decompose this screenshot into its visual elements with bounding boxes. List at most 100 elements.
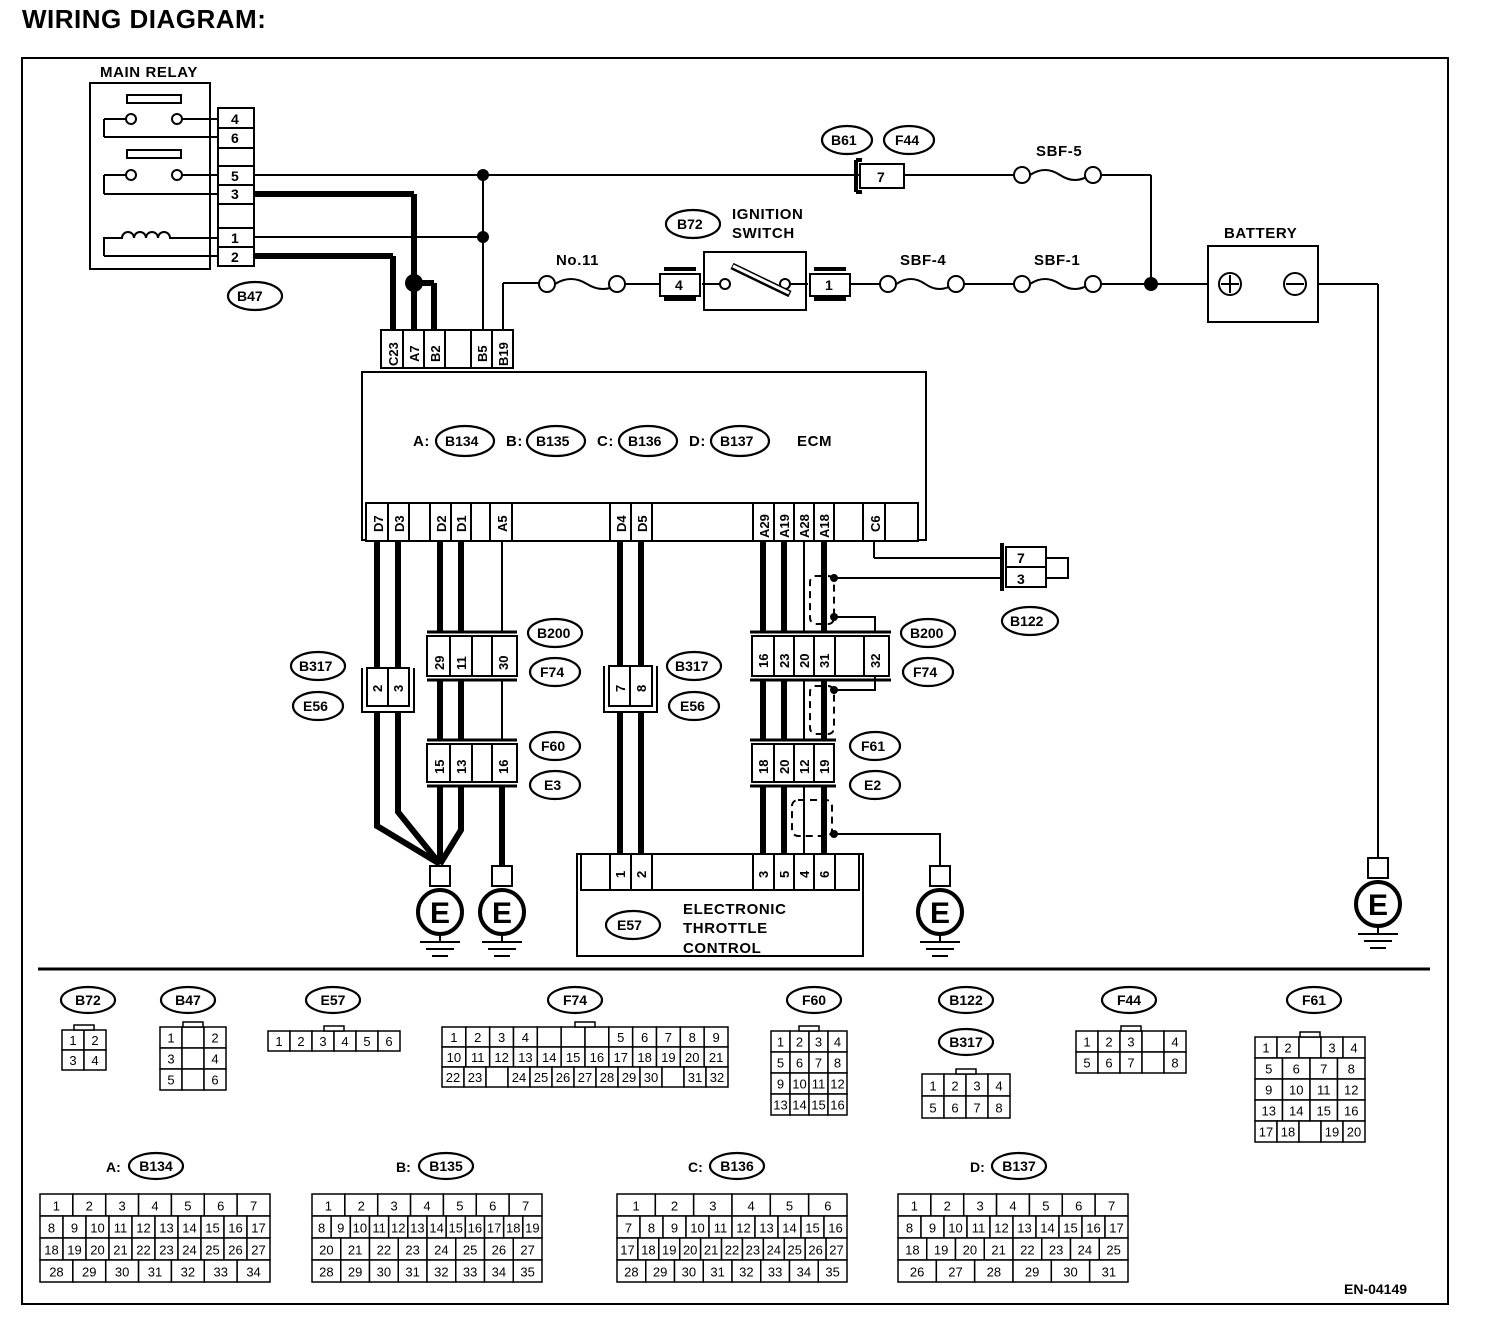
pin-cell <box>987 1095 1011 1119</box>
pin-number: 1 <box>1083 1035 1090 1050</box>
e56-mid-label: E56 <box>680 698 705 714</box>
pin-number: 14 <box>542 1050 556 1065</box>
pin-number: 28 <box>987 1264 1001 1279</box>
connector-b47: B47 <box>237 288 263 304</box>
throttle-pin-3: 3 <box>756 871 771 878</box>
pin-number: 20 <box>963 1242 977 1257</box>
relay-pin-5: 5 <box>231 168 239 184</box>
pin-number: 32 <box>434 1264 448 1279</box>
pin-number: 3 <box>391 1198 398 1213</box>
b200-right-pin-20: 20 <box>797 654 812 668</box>
pin-number: 20 <box>685 1050 699 1065</box>
pin-number: 8 <box>1171 1056 1178 1071</box>
pin-number: 1 <box>325 1198 332 1213</box>
b122-pin-7: 7 <box>1017 550 1025 566</box>
pin-number: 10 <box>690 1220 704 1235</box>
legend-label-b317: B317 <box>949 1034 983 1050</box>
pin-cell <box>560 1026 586 1048</box>
pin-number: 17 <box>251 1220 265 1235</box>
pin-number: 27 <box>251 1242 265 1257</box>
ecm-pin-b19: B19 <box>496 342 511 366</box>
page-title: WIRING DIAGRAM: <box>22 4 267 34</box>
pin-number: 11 <box>114 1220 128 1235</box>
ignition-label-2: SWITCH <box>732 225 795 242</box>
f74-left-label: F74 <box>540 664 564 680</box>
ecm-top-connector: C23 A7 B2 B5 B19 <box>380 329 514 369</box>
connector-b136: B136 <box>628 433 662 449</box>
legend-label-b122: B122 <box>949 992 983 1008</box>
pin-number: 11 <box>972 1220 986 1235</box>
ground-2-label: E <box>492 897 512 930</box>
pin-number: 31 <box>710 1264 724 1279</box>
pin-number: 17 <box>614 1050 628 1065</box>
pin-number: 1 <box>167 1031 174 1046</box>
pin-number: 2 <box>796 1035 803 1050</box>
pin-number: 32 <box>181 1264 195 1279</box>
pin-number: 17 <box>620 1242 634 1257</box>
pin-number: 27 <box>948 1264 962 1279</box>
pin-number: 1 <box>69 1033 76 1048</box>
b317-left-pin-3: 3 <box>391 685 406 692</box>
legend-label-b47: B47 <box>175 992 201 1008</box>
pin-number: 34 <box>797 1264 811 1279</box>
pin-number: 6 <box>1293 1062 1300 1077</box>
e2-label: E2 <box>864 777 881 793</box>
pin-number: 15 <box>811 1098 825 1113</box>
ground-3-label: E <box>930 897 950 930</box>
pin-number: 28 <box>49 1264 63 1279</box>
legend-label-b135: B135 <box>429 1158 463 1174</box>
pin-number: 12 <box>1344 1083 1358 1098</box>
diagram-frame <box>21 57 1449 1305</box>
throttle-label-3: CONTROL <box>683 940 761 957</box>
pin-number: 17 <box>1109 1220 1123 1235</box>
legend-prefix: D: <box>970 1159 985 1175</box>
b317-mid-pin-8: 8 <box>634 685 649 692</box>
pin-cell <box>485 1066 509 1088</box>
legend-prefix: C: <box>688 1159 703 1175</box>
pin-cell <box>817 1259 848 1283</box>
pin-number: 30 <box>1063 1264 1077 1279</box>
ecm-pin-d5: D5 <box>635 515 650 532</box>
pin-cell <box>1088 1259 1129 1283</box>
pin-number: 9 <box>712 1030 719 1045</box>
pin-number: 25 <box>534 1070 548 1085</box>
pin-number: 31 <box>688 1070 702 1085</box>
pin-number: 2 <box>211 1031 218 1046</box>
pin-number: 5 <box>777 1056 784 1071</box>
pin-number: 6 <box>796 1056 803 1071</box>
pin-number: 31 <box>1102 1264 1116 1279</box>
b61-pin-7: 7 <box>877 169 885 185</box>
pin-number: 14 <box>182 1220 196 1235</box>
pin-number: 4 <box>341 1034 348 1049</box>
pin-number: 23 <box>159 1242 173 1257</box>
pin-number: 31 <box>405 1264 419 1279</box>
pin-number: 7 <box>665 1030 672 1045</box>
pin-number: 9 <box>671 1220 678 1235</box>
pin-number: 1 <box>53 1198 60 1213</box>
ecm-pin-d2: D2 <box>434 515 449 532</box>
ecm-pin-a5: A5 <box>495 515 510 532</box>
pin-number: 6 <box>217 1198 224 1213</box>
pin-number: 11 <box>714 1220 728 1235</box>
pin-number: 32 <box>710 1070 724 1085</box>
pin-number: 12 <box>994 1220 1008 1235</box>
pin-number: 6 <box>385 1034 392 1049</box>
pin-number: 34 <box>246 1264 260 1279</box>
pin-number: 19 <box>661 1050 675 1065</box>
pin-number: 18 <box>905 1242 919 1257</box>
pin-number: 23 <box>1049 1242 1063 1257</box>
pin-number: 2 <box>91 1033 98 1048</box>
pin-number: 5 <box>1042 1198 1049 1213</box>
ecm-pin-a29: A29 <box>757 514 772 538</box>
pin-number: 23 <box>468 1070 482 1085</box>
pin-number: 13 <box>518 1050 532 1065</box>
pin-number: 28 <box>319 1264 333 1279</box>
pin-number: 12 <box>830 1077 844 1092</box>
pin-number: 33 <box>463 1264 477 1279</box>
pin-number: 20 <box>319 1242 333 1257</box>
pin-cell <box>1163 1051 1187 1074</box>
